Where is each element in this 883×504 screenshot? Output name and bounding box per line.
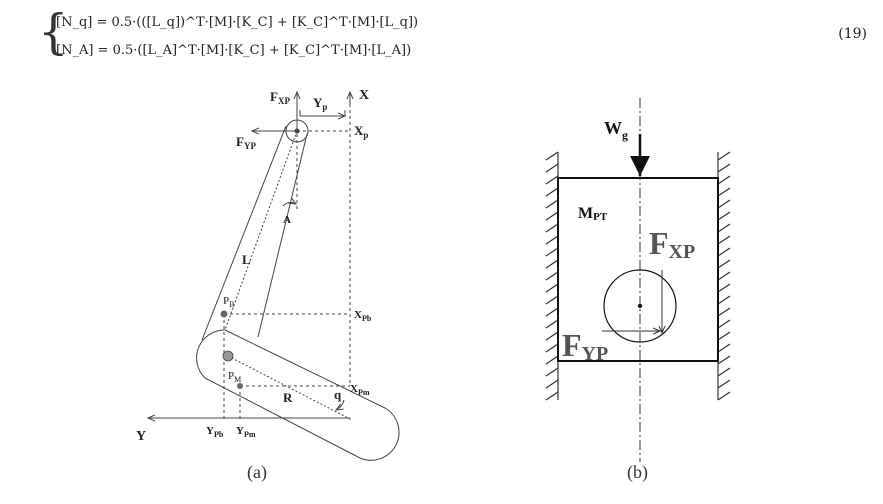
center-dot	[637, 303, 643, 309]
block-mpt	[557, 177, 719, 362]
label-wg: Wg	[604, 118, 628, 142]
label-r: R	[283, 390, 293, 405]
label-xpm: XPm	[350, 383, 370, 397]
wall-left	[545, 151, 559, 401]
equation-line-2: [N_A] = 0.5·([L_A]^T·[M]·[K_C] + [K_C]^T…	[56, 43, 412, 58]
joint-pm	[237, 383, 243, 389]
force-arrows-b	[602, 270, 662, 333]
label-mpt: MPT	[578, 205, 608, 223]
equation-number: (19)	[838, 26, 867, 42]
label-x: X	[359, 88, 369, 103]
figure-a: FXP Yp X FYP Xp A L PB XPb PM XPm R q Y …	[136, 88, 400, 483]
caption-a: (a)	[247, 462, 267, 483]
label-a: A	[283, 214, 291, 226]
label-y: Y	[136, 429, 146, 444]
equation-brace: {	[38, 4, 69, 60]
label-fxp: FXP	[270, 89, 290, 106]
label-yp: Yp	[313, 95, 327, 112]
label-fyp-b: FYP	[562, 327, 608, 365]
joint-pb	[220, 310, 228, 318]
lower-body	[196, 329, 400, 461]
joint-pivot	[294, 128, 300, 134]
label-pm: PM	[228, 370, 241, 384]
label-xpb: XPb	[354, 309, 372, 323]
equation-19: { [N_q] = 0.5·(([L_q])^T·[M]·[K_C] + [K_…	[38, 6, 438, 68]
figure-b: Wg MPT FXP FYP (b)	[545, 98, 731, 483]
wall-right	[717, 151, 731, 401]
joint-lower	[222, 350, 234, 362]
force-arrows	[148, 92, 350, 418]
label-ypm: YPm	[236, 425, 256, 439]
link-arm	[201, 119, 309, 341]
circle-center	[603, 269, 677, 343]
label-xp: Xp	[354, 123, 368, 140]
label-ypb: YPb	[206, 425, 224, 439]
equation-line-1: [N_q] = 0.5·(([L_q])^T·[M]·[K_C] + [K_C]…	[56, 15, 419, 30]
label-fxp-b: FXP	[649, 225, 695, 263]
label-fyp: FYP	[236, 134, 256, 151]
caption-b: (b)	[627, 462, 648, 483]
label-pb: PB	[223, 295, 234, 309]
label-q: q	[334, 387, 342, 402]
label-l: L	[242, 252, 251, 267]
